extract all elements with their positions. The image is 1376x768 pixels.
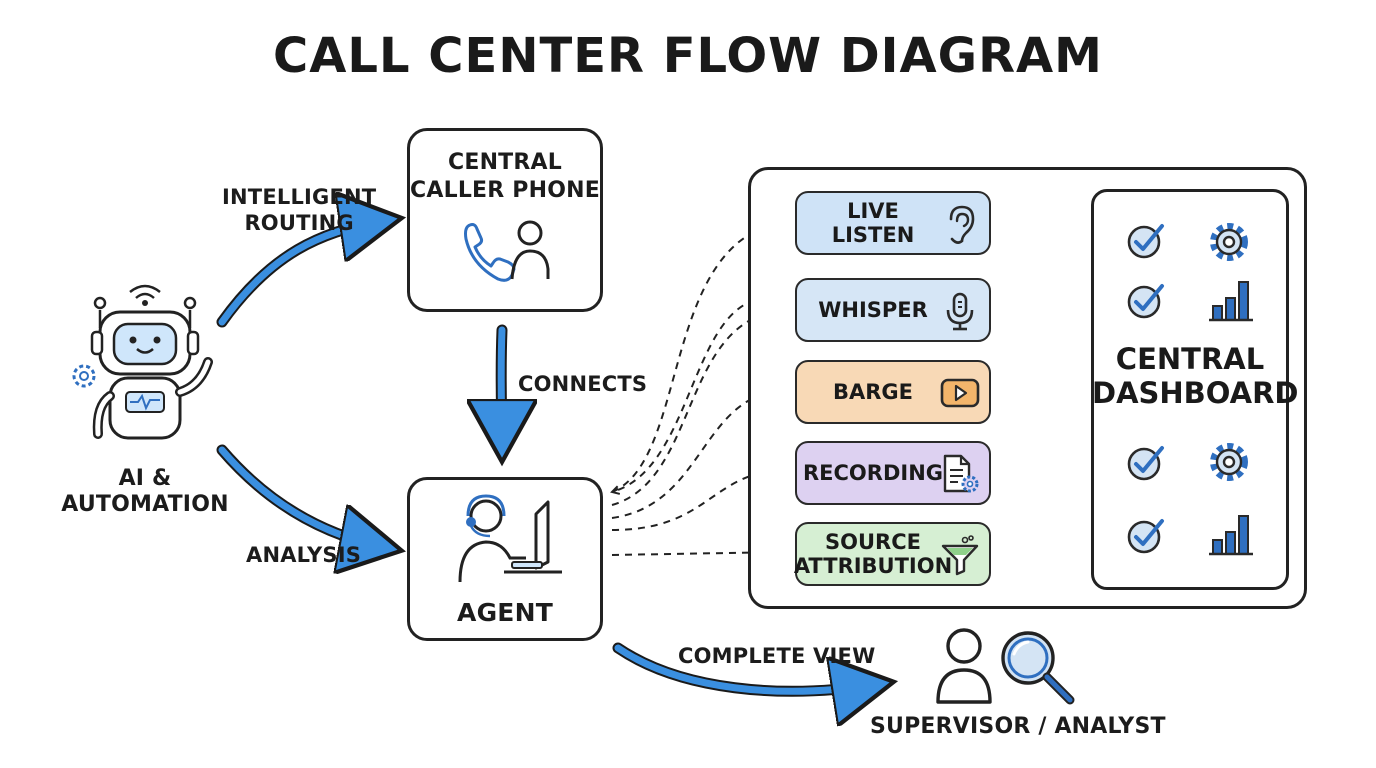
caller-phone-label: CENTRAL CALLER PHONE bbox=[410, 150, 600, 203]
microphone-icon bbox=[946, 292, 974, 331]
feature-source-attribution[interactable]: SOURCE ATTRIBUTION bbox=[793, 522, 991, 586]
agent-node: AGENT bbox=[407, 477, 603, 641]
check-icon bbox=[1127, 284, 1164, 319]
document-gear-icon bbox=[943, 454, 979, 493]
feature-barge[interactable]: BARGE bbox=[795, 360, 991, 424]
check-icon bbox=[1127, 224, 1164, 259]
analysis-label: ANALYSIS bbox=[246, 543, 362, 567]
check-icon bbox=[1127, 519, 1164, 554]
whisper-label: WHISPER bbox=[818, 298, 928, 322]
central-dashboard-label: CENTRAL DASHBOARD bbox=[1092, 342, 1299, 410]
feature-live-listen[interactable]: LIVE LISTEN bbox=[795, 191, 991, 255]
funnel-icon bbox=[941, 535, 979, 576]
play-button-icon bbox=[940, 378, 980, 408]
feature-recording[interactable]: RECORDING bbox=[795, 441, 991, 505]
ear-icon bbox=[949, 205, 975, 244]
supervisor-search-icon bbox=[936, 628, 1075, 705]
barge-label: BARGE bbox=[832, 380, 913, 404]
live-listen-label: LIVE LISTEN bbox=[831, 199, 915, 247]
caller-phone-node: CENTRAL CALLER PHONE bbox=[407, 128, 603, 312]
recording-label: RECORDING bbox=[803, 461, 944, 485]
bar-chart-icon bbox=[1209, 281, 1253, 322]
check-icon bbox=[1127, 446, 1164, 481]
intelligent-routing-label: INTELLIGENT ROUTING bbox=[222, 185, 377, 235]
robot-icon bbox=[72, 284, 213, 440]
agent-headset-icon bbox=[458, 494, 562, 583]
dashed-connector-live-listen bbox=[611, 222, 785, 493]
complete-view-label: COMPLETE VIEW bbox=[678, 644, 876, 668]
dashed-return-to-agent bbox=[612, 299, 756, 492]
bar-chart-icon bbox=[1209, 515, 1253, 556]
ai-automation-label: AI & AUTOMATION bbox=[61, 466, 229, 517]
gear-icon bbox=[1210, 443, 1248, 481]
connects-label: CONNECTS bbox=[518, 372, 648, 396]
diagram-title: CALL CENTER FLOW DIAGRAM bbox=[273, 28, 1103, 84]
supervisor-analyst-label: SUPERVISOR / ANALYST bbox=[870, 714, 1166, 739]
gear-icon bbox=[1210, 223, 1248, 261]
analysis-arrow bbox=[216, 444, 394, 554]
agent-label: AGENT bbox=[457, 598, 553, 627]
source-attribution-label: SOURCE ATTRIBUTION bbox=[793, 530, 953, 578]
feature-whisper[interactable]: WHISPER bbox=[795, 278, 991, 342]
phone-person-icon bbox=[464, 220, 550, 282]
central-dashboard-node bbox=[1091, 189, 1289, 590]
